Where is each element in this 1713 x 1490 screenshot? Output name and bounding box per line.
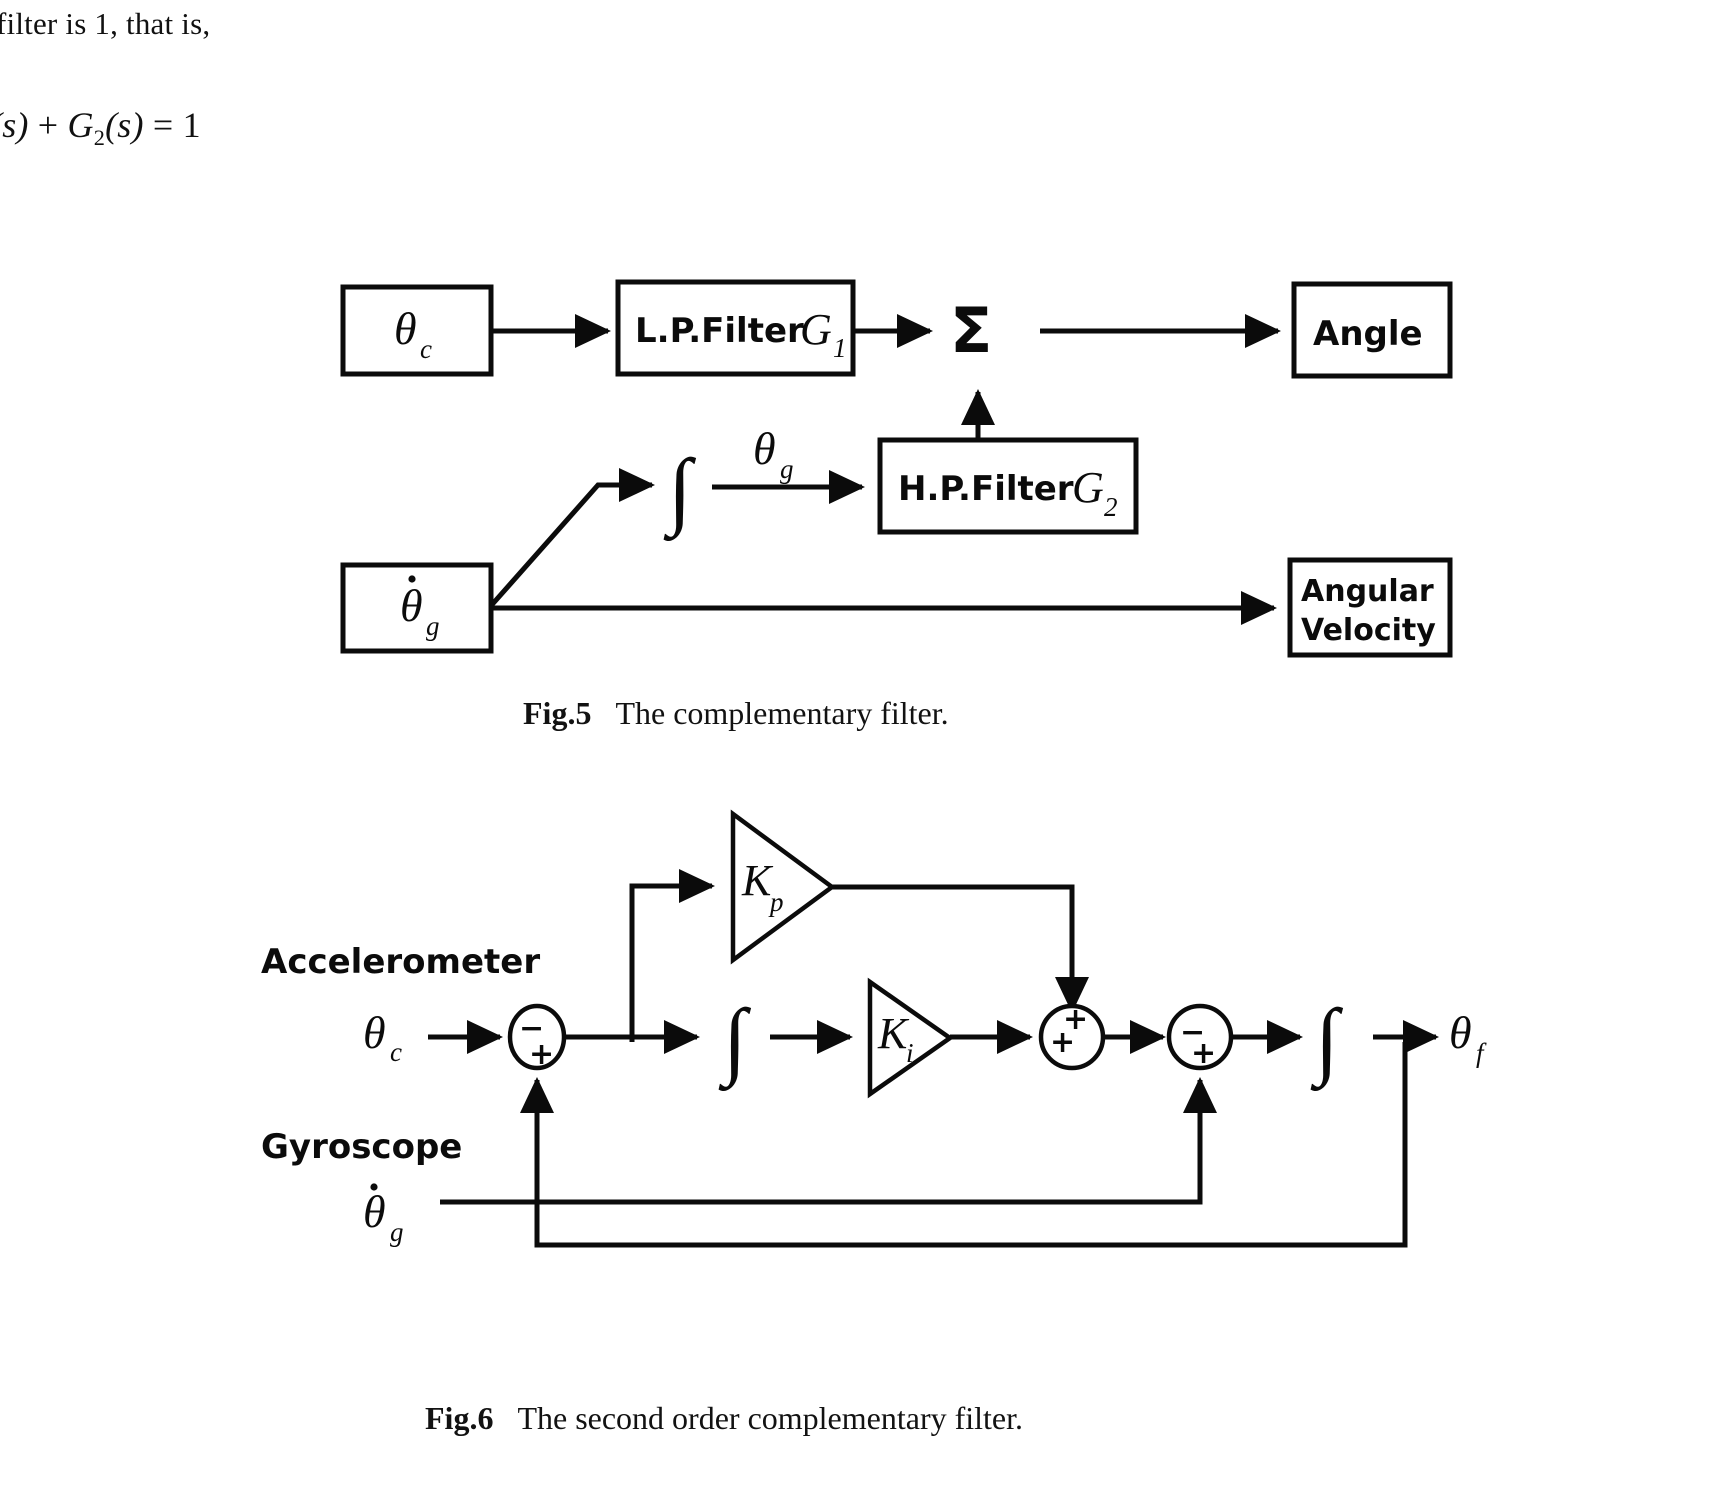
fig5-angular-velocity-line1: Angular [1301,574,1434,609]
fig6-theta-f-symbol: θ [1449,1007,1472,1058]
fig6-line-thetagdot-to-sum3 [440,1076,1217,1205]
fig6-theta-gdot-dot [370,1183,378,1191]
fig6-line-tap-to-kp [629,869,716,1042]
fig5-summation-symbol: Σ [950,294,992,367]
fig6-theta-gdot-symbol: θ [363,1186,386,1237]
fig5-theta-g-subscript: g [780,454,794,484]
fig6-theta-f-subscript: f [1476,1038,1487,1068]
fig6-kp-subscript: p [768,887,784,917]
fig6-theta-c-subscript: c [390,1037,402,1067]
fig5-lp-filter-label: L.P.Filter [635,311,804,351]
fig5-theta-g-signal-label: θ g [753,423,794,484]
equation-plus: + [37,105,59,145]
equation-one: 1 [182,105,201,145]
fig6-accelerometer-label: Accelerometer [261,942,540,982]
fig6-caption-number: Fig.6 [425,1400,494,1436]
fig6-theta-c-symbol: θ [363,1007,386,1058]
fig5-caption-number: Fig.5 [523,695,592,731]
fig5-block-lp-filter: L.P.Filter G 1 [615,279,856,377]
fig6-output-theta-f: θ f [1449,1007,1487,1068]
fig6-sum2-left-sign: + [1050,1025,1075,1060]
fig6-integrator-1-symbol: ∫ [718,991,752,1092]
fig6-caption-text: The second order complementary filter. [517,1400,1024,1436]
fig5-angle-label: Angle [1313,314,1423,354]
fig6-sum2-top-sign: + [1063,1002,1088,1037]
fig5-caption-text: The complementary filter. [615,695,949,731]
fig6-caption: Fig.6 The second order complementary fil… [425,1400,1023,1437]
fig6-sum3-left-sign: − [1180,1015,1205,1050]
fig6-second-order-complementary-filter-diagram: K p Accelerometer θ c − + ∫ K i [261,809,1487,1248]
fig5-theta-gdot-dot [408,575,416,583]
fig6-summing-junction-1: − + [507,1003,567,1072]
equation-g2-subscript: 2 [93,125,106,151]
fig6-gain-block-kp: K p [730,809,836,965]
fig6-gyroscope-label: Gyroscope [261,1127,462,1167]
fig5-lp-filter-gain-subscript: 1 [833,333,847,363]
fig6-sum1-bottom-sign: + [529,1037,554,1072]
fig5-theta-c-symbol: θ [394,303,417,354]
fig5-theta-gdot-subscript: g [426,611,440,641]
fig6-input-theta-g-dot: θ g [363,1183,404,1247]
fig5-block-angle: Angle [1291,281,1453,379]
fig5-angular-velocity-line2: Velocity [1301,613,1436,648]
fig6-sum3-bottom-sign: + [1191,1036,1216,1071]
fig6-summing-junction-3: − + [1166,1003,1234,1071]
fig6-integrator-2-symbol: ∫ [1310,991,1344,1092]
equation-lead: (s) [0,105,29,145]
fig5-theta-c-subscript: c [420,334,432,364]
fig5-block-theta-c: θ c [340,284,494,377]
fig5-block-hp-filter: H.P.Filter G 2 [877,437,1139,535]
fig6-feedback-thetaf-to-sum1 [520,1042,1408,1248]
fig5-block-theta-g-dot: θ g [340,562,494,654]
fig5-lp-filter-gain: G [800,305,832,354]
fig5-hp-filter-gain: G [1072,463,1104,512]
fig6-summing-junction-2: + + [1038,1002,1106,1071]
fig6-gain-block-ki: K i [867,977,954,1099]
fig6-theta-gdot-subscript: g [390,1217,404,1247]
fig5-complementary-filter-diagram: θ c L.P.Filter G 1 Σ Angle H.P.Filter [340,279,1453,658]
fig5-caption: Fig.5 The complementary filter. [523,695,949,732]
intro-paragraph: filter is 1, that is, [0,6,211,41]
equation-tail: (s) [105,105,144,145]
equation-equals: = [152,105,174,145]
fig5-arrow-thetagdot-to-integrator [487,468,656,610]
fig5-integrator-symbol: ∫ [663,441,697,542]
fig5-hp-filter-label: H.P.Filter [898,469,1074,509]
fig6-line-kp-to-sum2 [832,884,1089,1014]
equation-g1-g2: (s) + G2(s) = 1 [0,104,201,151]
fig5-theta-gdot-symbol: θ [400,580,423,631]
fig6-ki-subscript: i [906,1038,914,1068]
equation-g2-symbol: G [67,105,94,145]
fig6-input-theta-c: θ c [363,1007,402,1067]
fig6-kp-symbol: K [741,856,774,905]
fig5-theta-g-symbol: θ [753,423,776,474]
fig6-sum1-left-sign: − [519,1011,544,1046]
fig6-ki-symbol: K [877,1009,910,1058]
fig5-hp-filter-gain-subscript: 2 [1104,492,1118,522]
fig5-block-angular-velocity: Angular Velocity [1287,557,1453,658]
